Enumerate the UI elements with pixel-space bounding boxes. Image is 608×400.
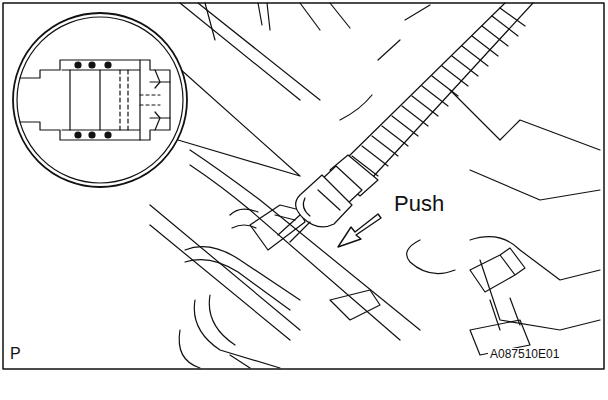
action-label: Push (392, 192, 446, 216)
leader-line (170, 60, 300, 176)
detail-inset (13, 13, 187, 187)
frame (3, 3, 604, 369)
push-arrow (338, 214, 381, 247)
electrical-connector (470, 248, 530, 355)
fuel-pipe (278, 215, 310, 242)
page-marker: P (8, 345, 23, 363)
body-structure (150, 3, 600, 368)
quick-connector (296, 155, 378, 227)
figure-code: A087510E01 (488, 348, 561, 361)
fuel-hose (345, 3, 533, 178)
hose-clamp (230, 205, 305, 250)
